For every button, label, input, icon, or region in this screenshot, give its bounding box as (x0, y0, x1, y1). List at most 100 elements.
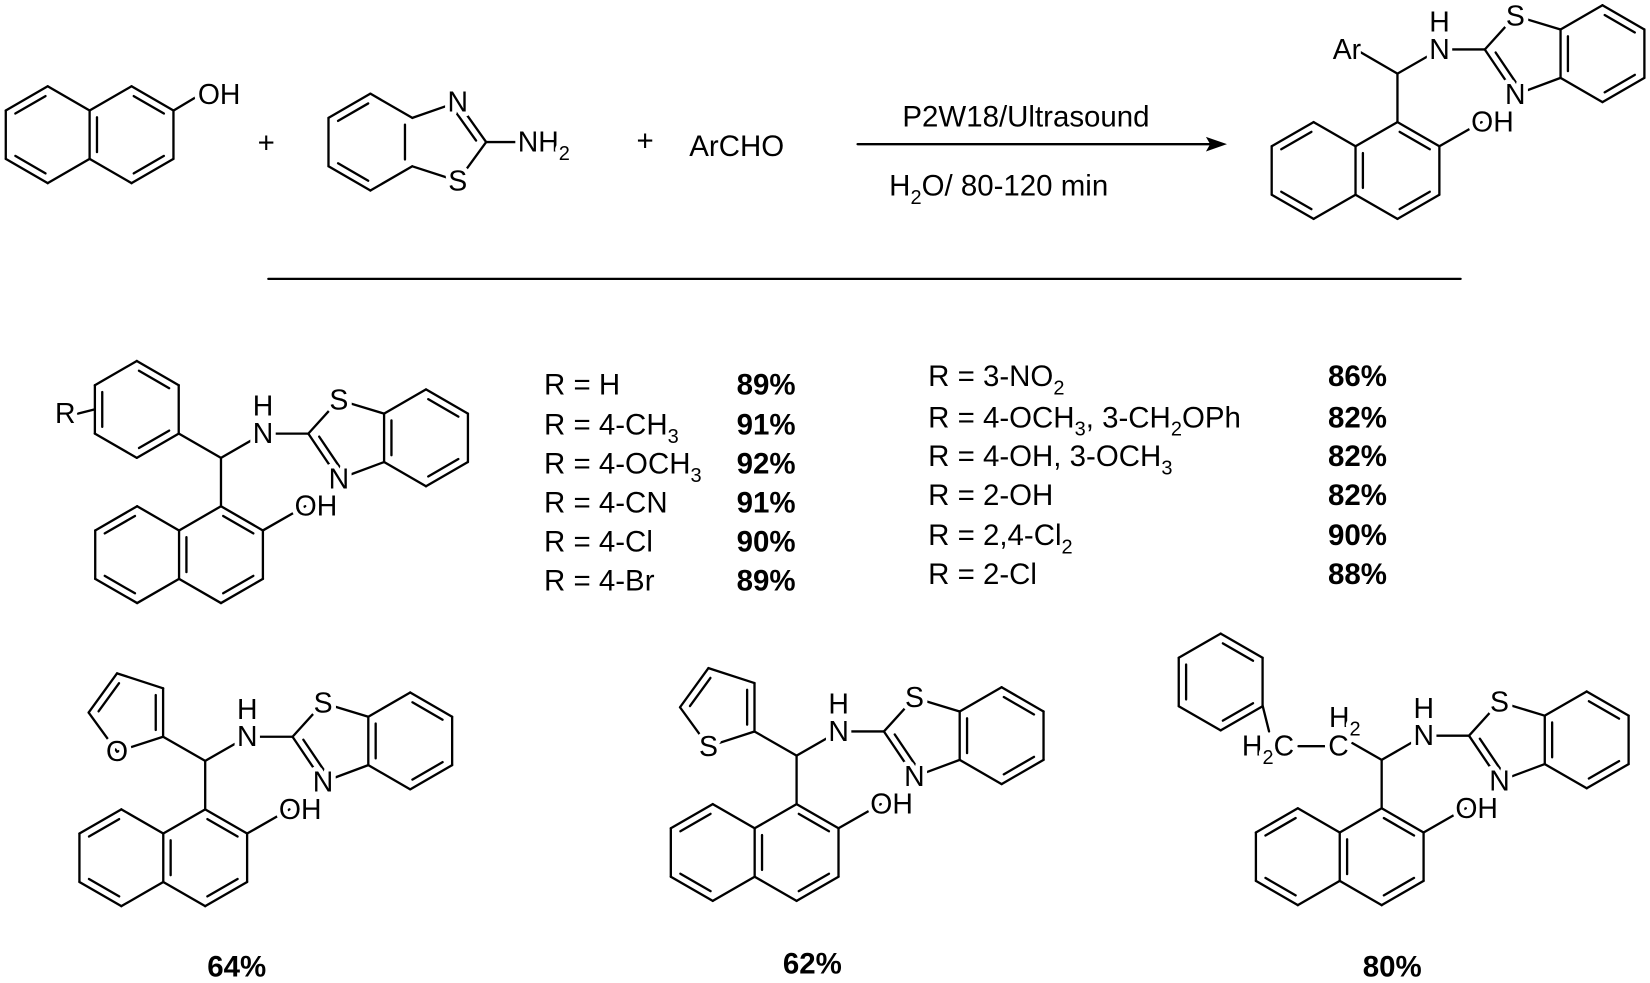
bond (882, 730, 916, 778)
ring-bond (1312, 120, 1357, 148)
text-segment: NH (518, 127, 559, 159)
double-bond-line (679, 812, 712, 833)
text-segment: OH (1455, 793, 1498, 825)
bond (1483, 48, 1517, 96)
ring-bond (177, 505, 223, 532)
double-bond-line (14, 94, 47, 115)
ring-bond (162, 808, 207, 835)
atom-label-n: N (1413, 720, 1434, 752)
atom-label-oh: OH (279, 794, 322, 826)
text-segment: N (237, 721, 258, 753)
ring-bond (1559, 4, 1604, 31)
atom-label-h: H (1413, 693, 1434, 725)
ring-bond (1219, 705, 1264, 732)
subscript: 2 (1062, 537, 1073, 559)
substituent-label: R = 3-NO2 (928, 360, 1064, 399)
ring-bond (424, 460, 470, 488)
ring-bond (409, 763, 454, 791)
subscript: 3 (668, 426, 679, 448)
bond (219, 432, 265, 459)
double-bond-line (797, 872, 831, 893)
double-bond-line (222, 574, 255, 595)
yield-value: 91% (737, 487, 796, 520)
ring-bond (1396, 120, 1441, 148)
double-bond-line (679, 872, 712, 893)
ring-bond (409, 691, 454, 718)
double-bond-line (1494, 51, 1519, 87)
double-bond-line (206, 817, 239, 838)
conditions-bottom: H2O/ 80-120 min (889, 170, 1108, 209)
ring-bond (1177, 632, 1222, 659)
substituent-label: R = 4-Br (544, 564, 655, 597)
subscript: 2 (1262, 747, 1273, 769)
ring-bond (1396, 193, 1441, 221)
ring-bond (177, 577, 223, 605)
double-bond-line (97, 682, 121, 713)
text-segment: N (1413, 720, 1434, 752)
atom-label-s: S (905, 682, 924, 714)
double-bond-line (87, 877, 121, 898)
double-bond-line (411, 701, 444, 721)
bond (456, 100, 488, 144)
bonds-layer (4, 4, 1646, 908)
ring-bond (115, 735, 165, 753)
bond (882, 696, 916, 733)
ring-bond (669, 875, 714, 903)
ring-bond (130, 157, 175, 185)
atom-label-n: N (447, 87, 468, 119)
ring-bond (1585, 762, 1630, 790)
substituent-label: R = 4-CH3 (544, 409, 679, 448)
ring-bond (1000, 686, 1045, 713)
text-segment: OH (279, 794, 322, 826)
bond (245, 808, 291, 835)
ring-bond (382, 460, 428, 488)
atom-label-n: N (237, 721, 258, 753)
text-segment: OH (1471, 107, 1514, 139)
substituent-label: R = 2,4-Cl2 (928, 519, 1073, 558)
bond (411, 100, 459, 120)
ring-bond (369, 92, 414, 120)
ring-bond (958, 686, 1003, 713)
bond (1467, 734, 1501, 783)
double-bond-line (1478, 737, 1503, 773)
ring-bond (1559, 76, 1604, 104)
yield-value: 82% (1328, 479, 1387, 512)
ring-bond (1380, 807, 1425, 834)
ring-bond (424, 388, 470, 415)
text-segment: N (447, 87, 468, 119)
text-segment: OH (870, 789, 913, 821)
bond (1422, 807, 1468, 834)
substituent-label: R = 4-CN (544, 487, 668, 520)
ring-bond (4, 157, 49, 185)
double-bond-line (103, 574, 137, 595)
substituent-label: R = 2-OH (928, 479, 1053, 512)
text-segment: C (1328, 731, 1349, 763)
atom-label-oh: OH (1471, 107, 1514, 139)
atom-label-h: H (253, 391, 274, 423)
ring-bond (219, 505, 265, 532)
bond (1514, 14, 1562, 31)
ring-bond (958, 758, 1003, 786)
ring-bond (327, 92, 372, 120)
atom-label-h2: H2 (1329, 702, 1361, 740)
double-bond-line (302, 738, 327, 774)
atom-label-n: N (329, 463, 350, 495)
ring-bond (204, 808, 249, 835)
ring-bond (795, 875, 840, 903)
atom-label-n: N (1429, 34, 1450, 66)
ring-bond (4, 85, 49, 112)
atom-label-n: N (253, 418, 274, 450)
text-segment: R = 2-Cl (928, 558, 1037, 591)
bond (411, 165, 459, 183)
ring-bond (1254, 807, 1299, 834)
text-segment: N (329, 463, 350, 495)
bond (337, 460, 386, 481)
double-bond-line (1398, 190, 1431, 211)
subscript: 2 (1171, 419, 1182, 441)
yield-value: 82% (1328, 401, 1387, 434)
aldehyde-label: ArCHO (689, 130, 784, 163)
ring-bond (1000, 758, 1045, 786)
ring-bond (367, 763, 412, 791)
text-segment: R = 2,4-Cl (928, 519, 1061, 552)
